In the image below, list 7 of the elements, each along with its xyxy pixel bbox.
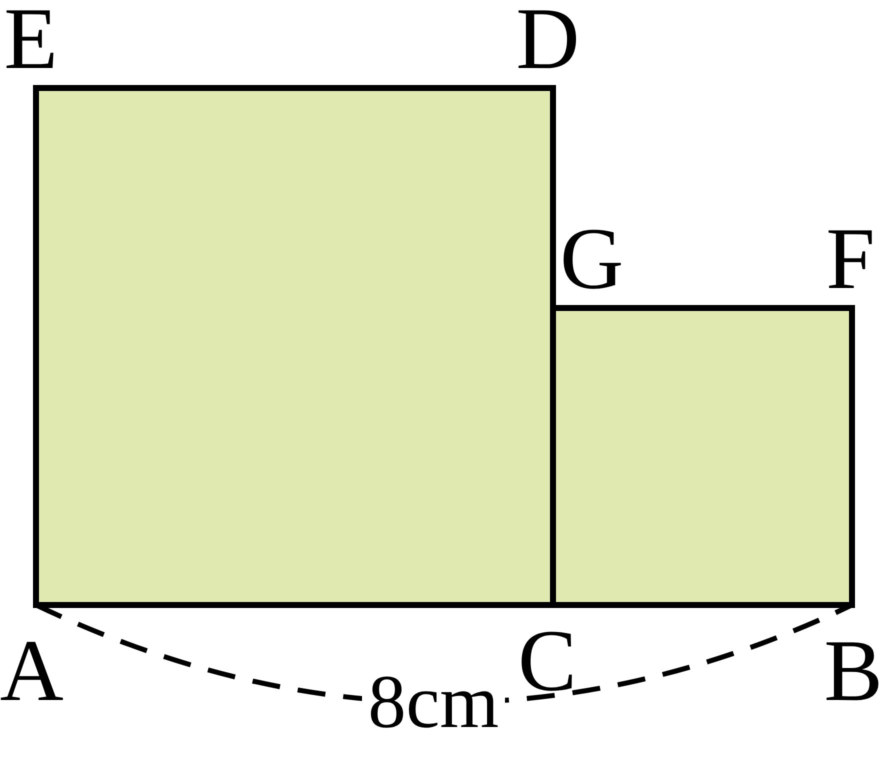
point-label: G xyxy=(560,216,624,304)
point-label: D xyxy=(516,0,580,84)
point-label: E xyxy=(4,0,58,84)
point-label: A xyxy=(0,628,64,716)
point-label: F xyxy=(826,216,875,304)
point-label: C xyxy=(518,618,577,706)
point-label: B xyxy=(824,628,883,716)
